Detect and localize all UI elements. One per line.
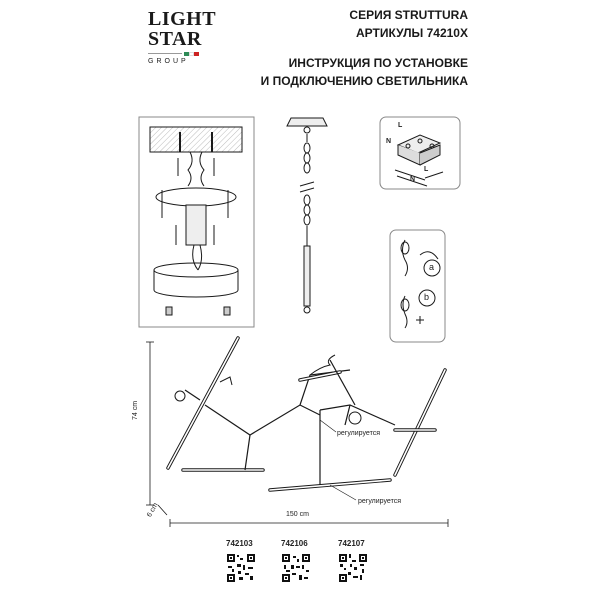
step-b-label: b [424, 292, 430, 302]
wire-label-n2: N [410, 176, 416, 183]
step-b-circle [418, 289, 436, 307]
wire-label-l: L [398, 122, 403, 129]
hook-steps [389, 229, 446, 343]
flag-white [189, 52, 194, 56]
suspension-diagram [286, 117, 328, 314]
qr-code-icon[interactable] [226, 553, 256, 583]
adjustable-label-2: регулируется [358, 498, 401, 505]
instruction-line-2: И ПОДКЛЮЧЕНИЮ СВЕТИЛЬНИКА [260, 74, 468, 88]
wire-label-l2: L [424, 166, 429, 173]
chandelier-drawing [146, 336, 449, 527]
mounting-diagram [138, 116, 255, 328]
wiring-diagram [379, 116, 461, 190]
rod [303, 245, 311, 307]
article-742107: 742107 [338, 539, 365, 548]
canopy-cup [153, 270, 239, 298]
logo-line-2: STAR [148, 28, 202, 50]
logo-line-3: GROUP [148, 58, 189, 65]
articles-title: АРТИКУЛЫ 74210X [356, 26, 468, 40]
qr-code-icon[interactable] [281, 553, 311, 583]
canopy-plate [155, 187, 237, 207]
ceiling-cup [286, 117, 328, 127]
flag-green [184, 52, 189, 56]
terminal-block [185, 204, 207, 246]
series-title: СЕРИЯ STRUTTURA [349, 8, 468, 22]
step-a-circle [423, 259, 441, 277]
height-dimension: 74 cm [132, 400, 139, 420]
ceiling-block [149, 126, 243, 153]
instruction-line-1: ИНСТРУКЦИЯ ПО УСТАНОВКЕ [288, 56, 468, 70]
article-742106: 742106 [281, 539, 308, 548]
wire-label-n: N [386, 138, 392, 145]
canopy-top [153, 262, 239, 278]
qr-code-icon[interactable] [338, 553, 368, 583]
article-742103: 742103 [226, 539, 253, 548]
logo-line-1: LIGHT [148, 8, 217, 30]
logo-flag [148, 52, 200, 56]
width-dimension: 150 cm [286, 511, 309, 518]
adjustable-label-1: регулируется [337, 430, 380, 437]
flag-red [194, 52, 199, 56]
step-a-label: a [429, 262, 435, 272]
